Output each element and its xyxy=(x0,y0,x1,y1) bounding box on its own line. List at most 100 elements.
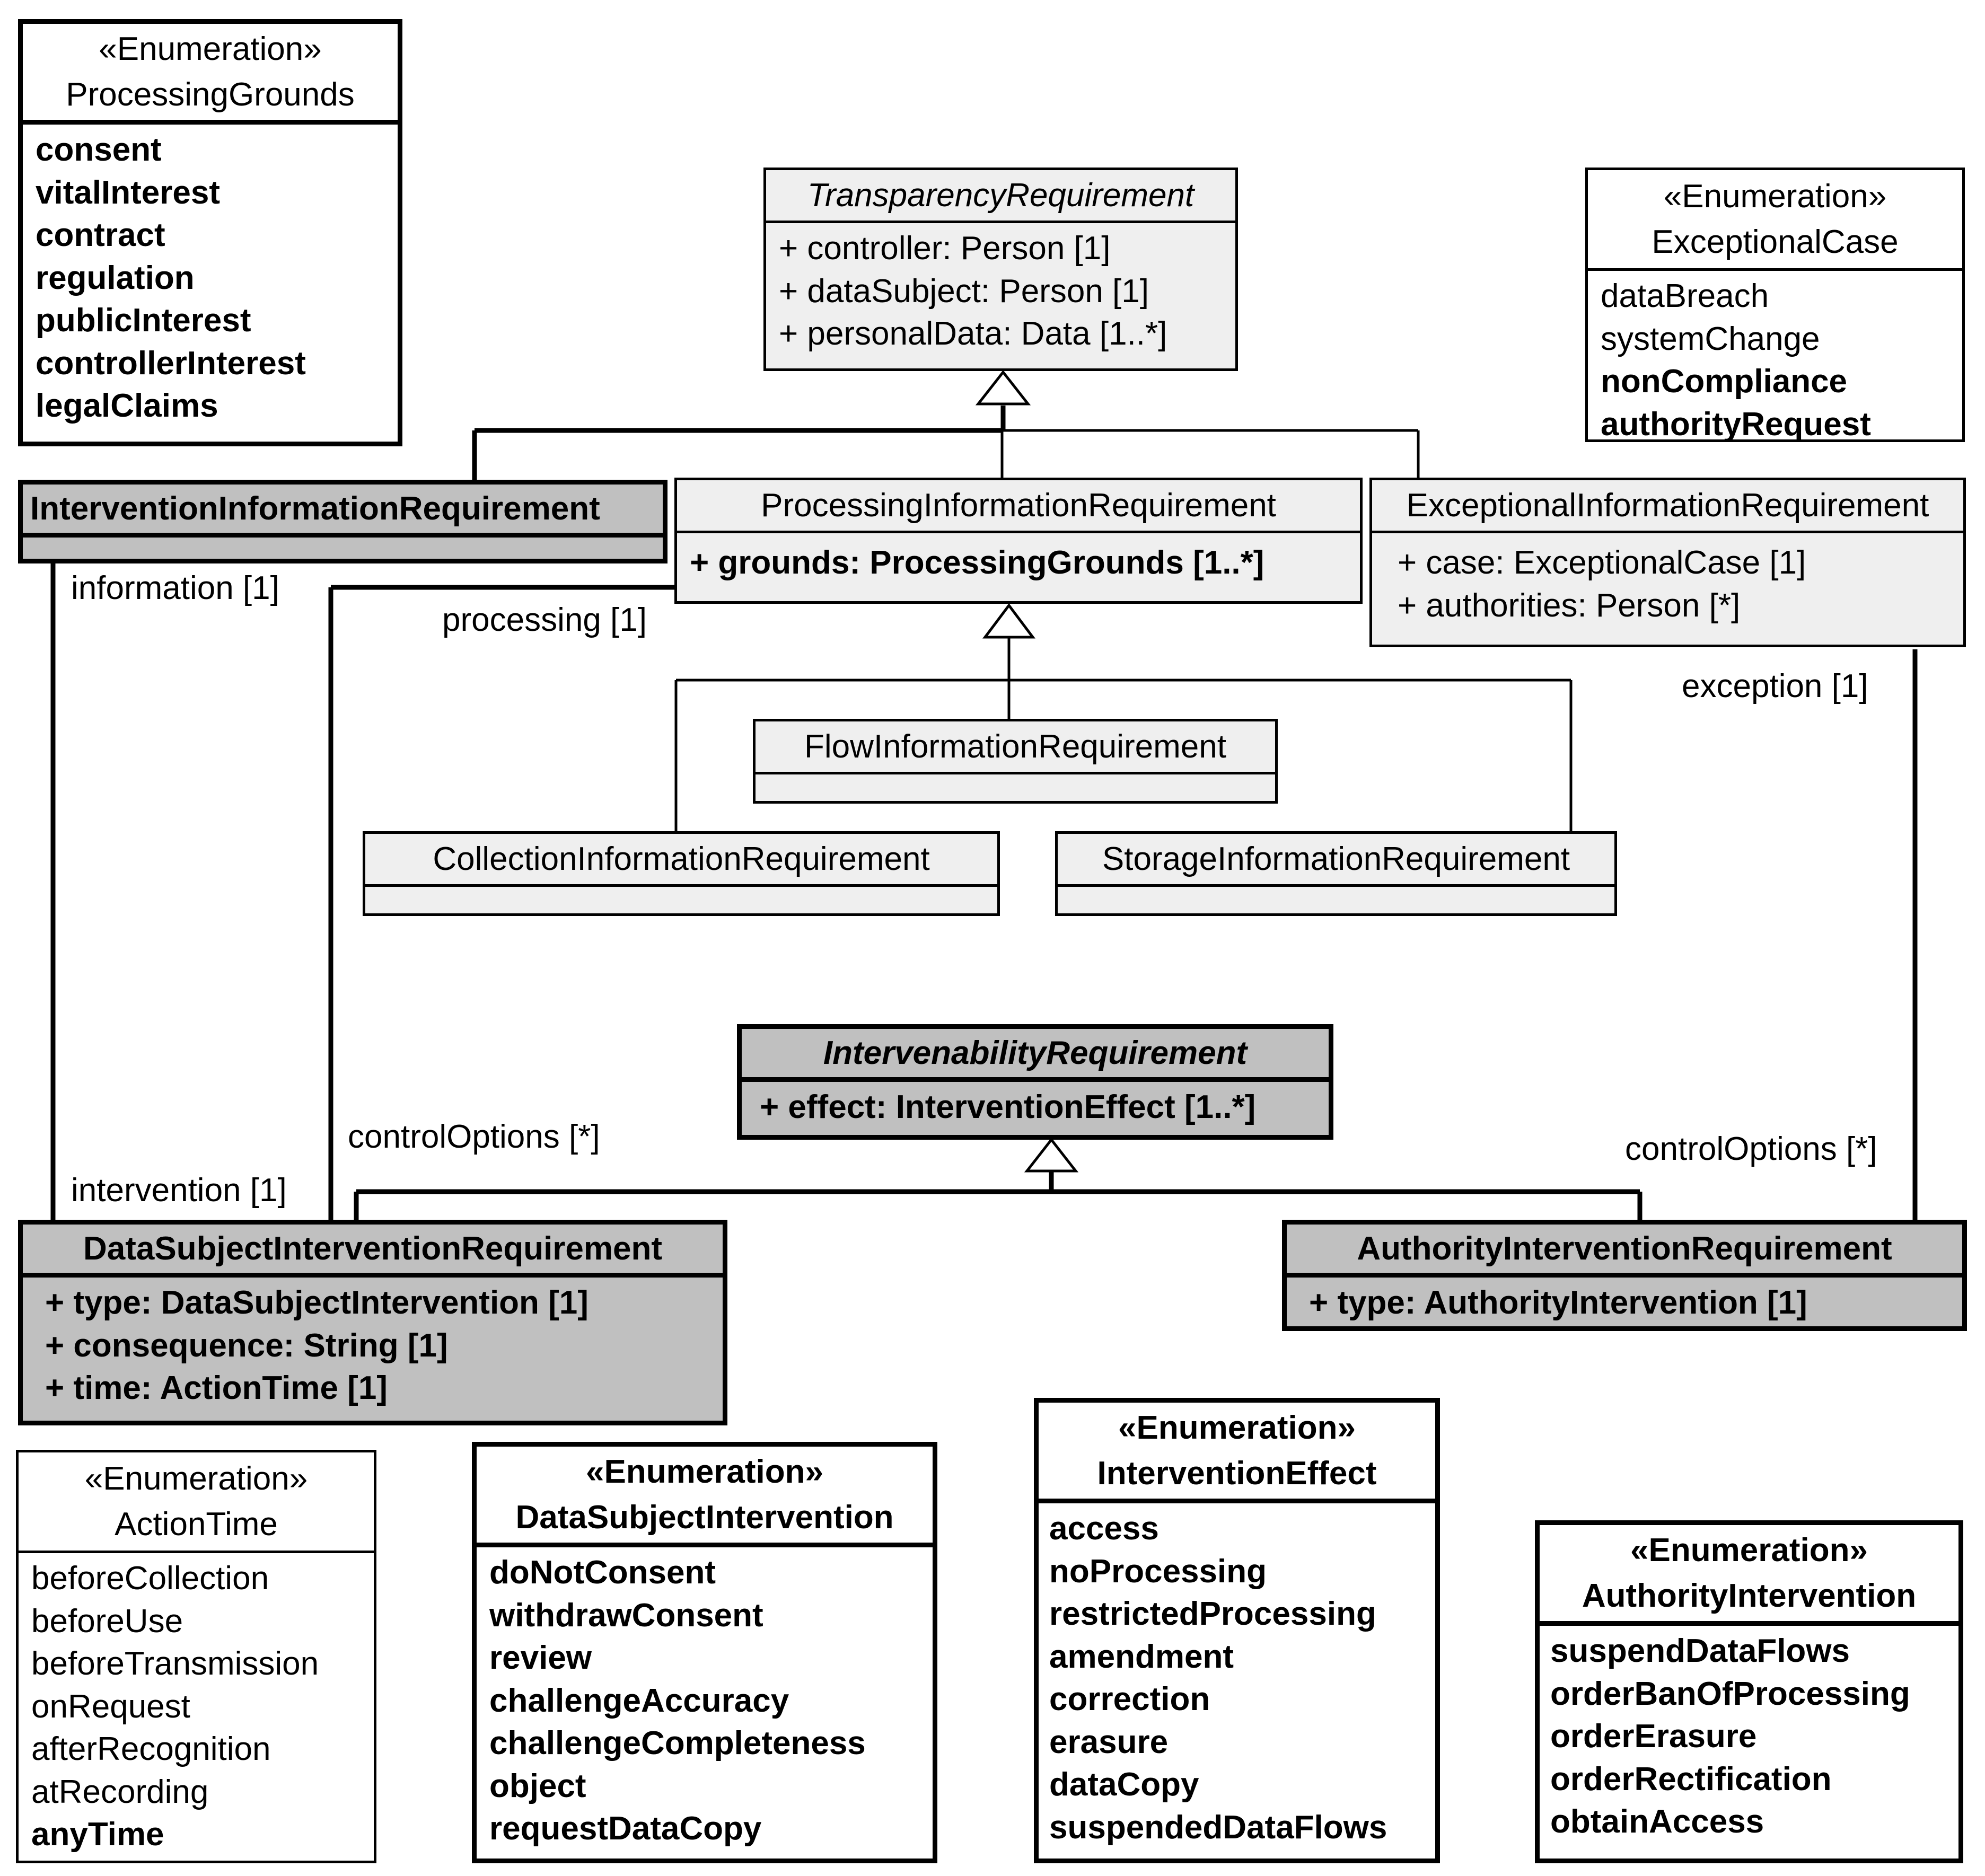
enum-literal: orderErasure xyxy=(1550,1718,1757,1755)
enum-literals: doNotConsent withdrawConsent review chal… xyxy=(477,1547,933,1853)
enum-literal: withdrawConsent xyxy=(489,1597,763,1634)
enum-stereotype: «Enumeration» xyxy=(99,30,322,67)
class-name: ProcessingInformationRequirement xyxy=(677,480,1360,533)
enum-literal: contract xyxy=(36,217,165,253)
enum-header: «Enumeration» ProcessingGrounds xyxy=(23,24,398,125)
class-flow-information-requirement: FlowInformationRequirement xyxy=(753,719,1278,804)
enum-name: DataSubjectIntervention xyxy=(515,1499,894,1536)
class-attribute: + time: ActionTime [1] xyxy=(45,1370,388,1406)
class-name: DataSubjectInterventionRequirement xyxy=(23,1225,723,1278)
enum-literals: dataBreach systemChange nonCompliance au… xyxy=(1588,271,1962,448)
enum-name: ProcessingGrounds xyxy=(66,76,355,113)
enum-literal: obtainAccess xyxy=(1550,1803,1764,1840)
enum-stereotype: «Enumeration» xyxy=(84,1460,308,1497)
class-authority-intervention-requirement: AuthorityInterventionRequirement + type:… xyxy=(1282,1220,1967,1331)
enum-literal: vitalInterest xyxy=(36,174,221,211)
class-attribute: + effect: InterventionEffect [1..*] xyxy=(760,1089,1256,1125)
class-attributes: + case: ExceptionalCase [1] + authoritie… xyxy=(1372,533,1963,629)
enum-literal: challengeAccuracy xyxy=(489,1682,789,1719)
generalization-arrowhead xyxy=(975,369,1031,406)
enum-literal: beforeCollection xyxy=(31,1560,269,1597)
enum-literal: erasure xyxy=(1049,1723,1169,1760)
enum-literal: beforeTransmission xyxy=(31,1645,319,1682)
enum-literal: requestDataCopy xyxy=(489,1810,762,1847)
enum-name: InterventionEffect xyxy=(1097,1455,1377,1492)
generalization-arrowhead xyxy=(1024,1137,1079,1173)
class-name: StorageInformationRequirement xyxy=(1058,834,1614,887)
enum-literal: atRecording xyxy=(31,1773,209,1810)
enum-literals: consent vitalInterest contract regulatio… xyxy=(23,125,398,430)
enum-literal: consent xyxy=(36,131,162,168)
enum-processing-grounds: «Enumeration» ProcessingGrounds consent … xyxy=(18,19,402,446)
enum-header: «Enumeration» ExceptionalCase xyxy=(1588,170,1962,271)
role-label-information: information [1] xyxy=(71,570,279,606)
class-processing-information-requirement: ProcessingInformationRequirement + groun… xyxy=(674,478,1363,604)
class-attribute: + authorities: Person [*] xyxy=(1398,587,1741,624)
enum-authority-intervention: «Enumeration» AuthorityIntervention susp… xyxy=(1535,1520,1963,1863)
class-name: TransparencyRequirement xyxy=(766,170,1235,223)
enum-header: «Enumeration» InterventionEffect xyxy=(1039,1403,1435,1503)
class-attribute: + case: ExceptionalCase [1] xyxy=(1398,544,1806,581)
enum-literal: beforeUse xyxy=(31,1602,183,1640)
enum-literal: suspendedDataFlows xyxy=(1049,1809,1387,1846)
class-attributes: + effect: InterventionEffect [1..*] xyxy=(742,1082,1329,1131)
enum-literal: nonCompliance xyxy=(1601,363,1848,400)
enum-literal: afterRecognition xyxy=(31,1731,271,1767)
enum-header: «Enumeration» ActionTime xyxy=(19,1452,374,1553)
enum-stereotype: «Enumeration» xyxy=(586,1453,823,1490)
enum-name: AuthorityIntervention xyxy=(1582,1577,1917,1614)
class-attribute: + type: AuthorityIntervention [1] xyxy=(1309,1284,1807,1321)
enum-literal: regulation xyxy=(36,259,195,296)
class-attributes: + type: DataSubjectIntervention [1] + co… xyxy=(23,1278,723,1412)
enum-literal: orderRectification xyxy=(1550,1760,1832,1798)
enum-literals: access noProcessing restrictedProcessing… xyxy=(1039,1503,1435,1851)
class-attributes: + controller: Person [1] + dataSubject: … xyxy=(766,223,1235,358)
enum-literal: dataBreach xyxy=(1601,278,1769,314)
role-label-control-options: controlOptions [*] xyxy=(348,1118,600,1155)
class-intervenability-requirement: IntervenabilityRequirement + effect: Int… xyxy=(737,1024,1333,1140)
enum-literal: challengeCompleteness xyxy=(489,1725,866,1761)
enum-literal: access xyxy=(1049,1510,1159,1547)
enum-literal: correction xyxy=(1049,1681,1210,1718)
enum-literal: publicInterest xyxy=(36,302,251,339)
class-storage-information-requirement: StorageInformationRequirement xyxy=(1055,831,1617,916)
enum-literal: restrictedProcessing xyxy=(1049,1596,1376,1632)
enum-literal: amendment xyxy=(1049,1638,1234,1675)
class-name: InterventionInformationRequirement xyxy=(23,485,663,538)
enum-literal: doNotConsent xyxy=(489,1554,716,1591)
class-name: AuthorityInterventionRequirement xyxy=(1287,1225,1962,1278)
enum-literal: orderBanOfProcessing xyxy=(1550,1675,1910,1712)
role-label-control-options: controlOptions [*] xyxy=(1625,1131,1877,1167)
enum-literal: noProcessing xyxy=(1049,1553,1267,1590)
class-intervention-information-requirement: InterventionInformationRequirement xyxy=(18,480,667,563)
enum-data-subject-intervention: «Enumeration» DataSubjectIntervention do… xyxy=(472,1442,937,1863)
enum-literal: suspendDataFlows xyxy=(1550,1633,1850,1669)
enum-intervention-effect: «Enumeration» InterventionEffect access … xyxy=(1034,1398,1440,1863)
class-attribute: + grounds: ProcessingGrounds [1..*] xyxy=(690,544,1264,581)
class-attribute: + dataSubject: Person [1] xyxy=(779,272,1149,310)
role-label-processing: processing [1] xyxy=(442,602,647,638)
enum-stereotype: «Enumeration» xyxy=(1663,178,1887,215)
class-attribute: + personalData: Data [1..*] xyxy=(779,315,1167,352)
class-data-subject-intervention-requirement: DataSubjectInterventionRequirement + typ… xyxy=(18,1220,727,1425)
class-attributes: + grounds: ProcessingGrounds [1..*] xyxy=(677,533,1360,587)
enum-header: «Enumeration» AuthorityIntervention xyxy=(1540,1525,1958,1626)
enum-name: ActionTime xyxy=(115,1505,278,1543)
class-transparency-requirement: TransparencyRequirement + controller: Pe… xyxy=(763,168,1238,371)
enum-stereotype: «Enumeration» xyxy=(1630,1531,1868,1569)
enum-action-time: «Enumeration» ActionTime beforeCollectio… xyxy=(16,1450,376,1863)
class-name: IntervenabilityRequirement xyxy=(742,1029,1329,1082)
enum-literal: object xyxy=(489,1767,586,1804)
class-attributes: + type: AuthorityIntervention [1] xyxy=(1287,1278,1962,1327)
enum-literal: anyTime xyxy=(31,1816,164,1853)
class-exceptional-information-requirement: ExceptionalInformationRequirement + case… xyxy=(1369,478,1966,647)
enum-literal: review xyxy=(489,1640,592,1676)
enum-literals: beforeCollection beforeUse beforeTransmi… xyxy=(19,1553,374,1859)
class-name: CollectionInformationRequirement xyxy=(365,834,997,887)
role-label-exception: exception [1] xyxy=(1682,668,1868,704)
role-label-intervention: intervention [1] xyxy=(71,1172,287,1209)
generalization-arrowhead xyxy=(982,603,1035,639)
enum-literal: systemChange xyxy=(1601,320,1820,357)
enum-literal: authorityRequest xyxy=(1601,406,1871,443)
